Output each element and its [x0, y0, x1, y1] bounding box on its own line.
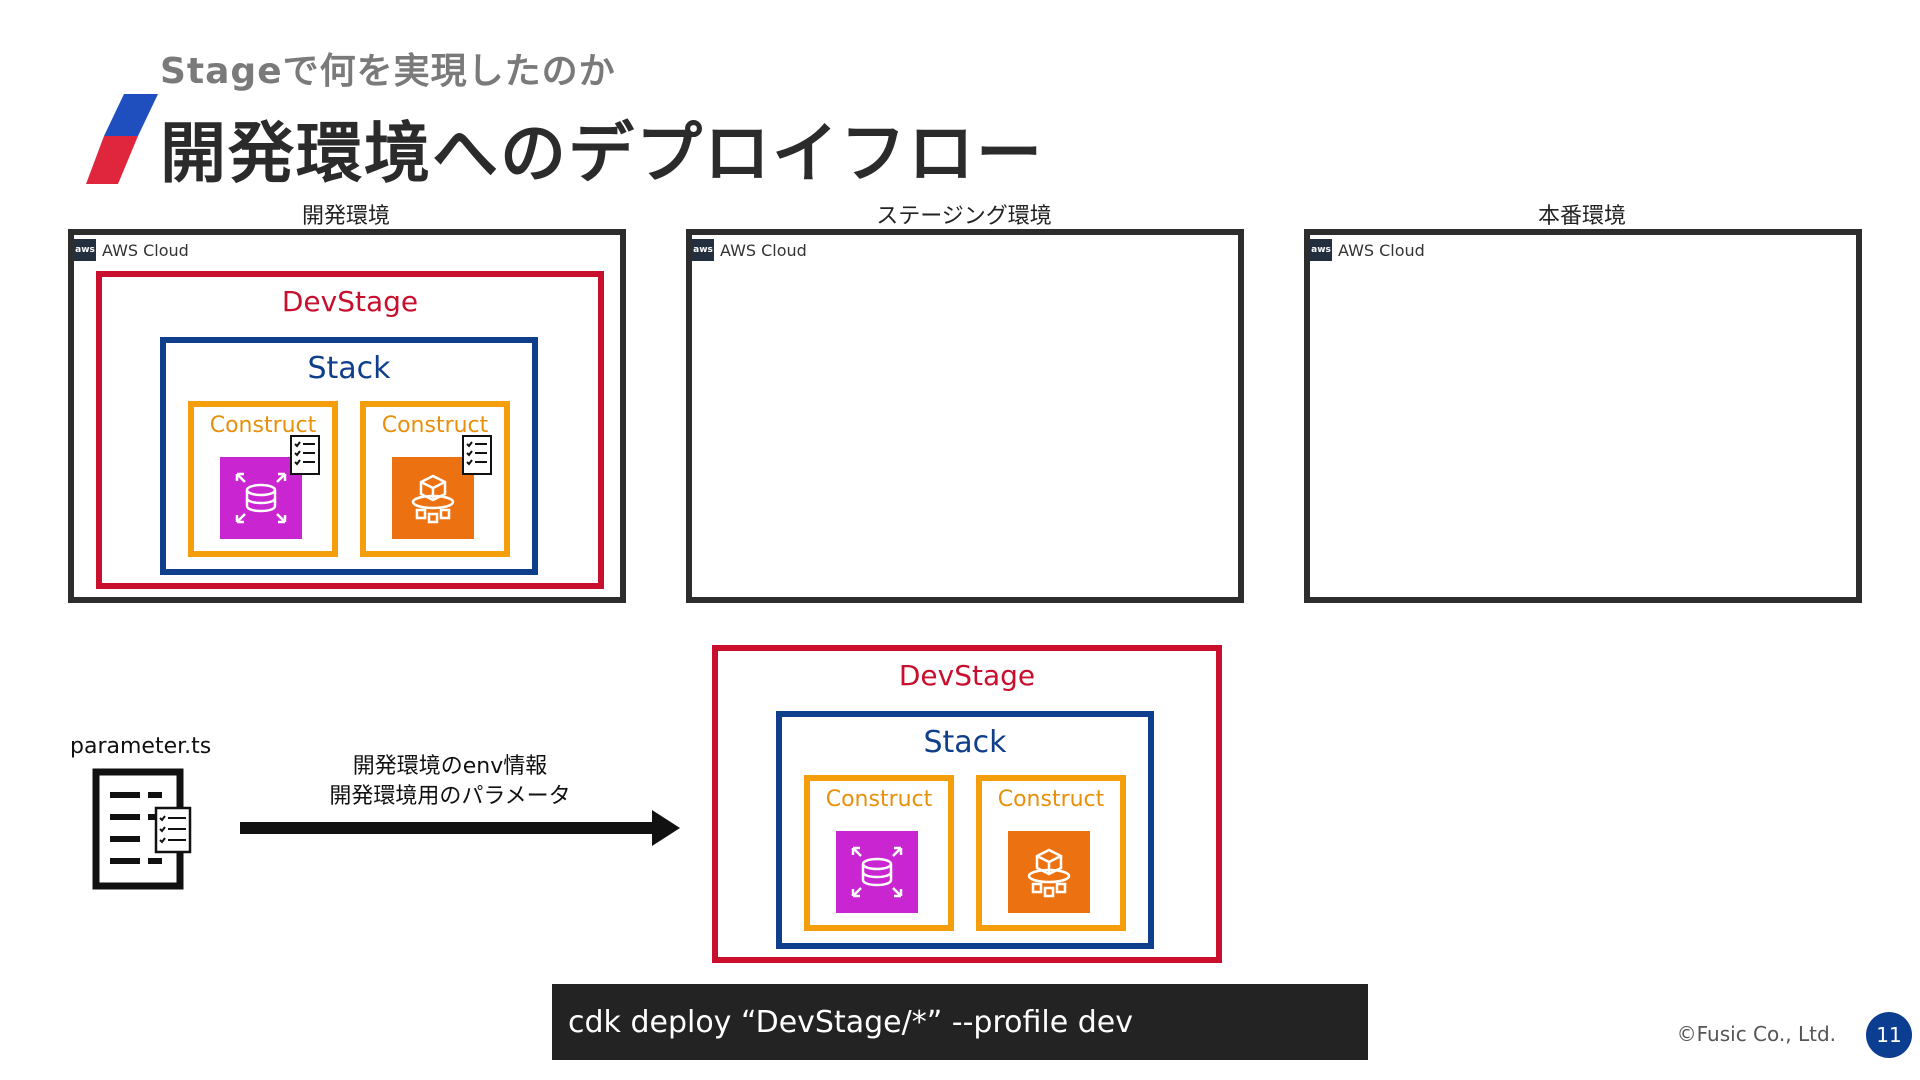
stack-label: Stack — [307, 351, 391, 386]
stage-label: DevStage — [898, 659, 1036, 692]
stack-box: Stack Construct Construct — [776, 711, 1154, 949]
construct-label: Construct — [209, 413, 317, 438]
aws-cloud-dev: aws AWS Cloud DevStage Stack Construct C… — [68, 229, 626, 603]
aws-cloud-prod: aws AWS Cloud — [1304, 229, 1862, 603]
checklist-icon — [290, 435, 320, 475]
page-number: 11 — [1866, 1012, 1912, 1058]
construct-box-rds: Construct — [188, 401, 338, 557]
parameter-file-label: parameter.ts — [70, 734, 212, 759]
arrow-right-icon — [240, 810, 680, 846]
arrow-caption: 開発環境のenv情報 開発環境用のパラメータ — [300, 752, 600, 812]
page-title: 開発環境へのデプロイフロー — [160, 115, 1044, 192]
title-accent-slash-icon — [86, 94, 158, 184]
rds-database-icon — [220, 457, 302, 539]
construct-label: Construct — [825, 787, 933, 812]
aws-logo-icon: aws — [1310, 239, 1332, 261]
construct-label: Construct — [381, 413, 489, 438]
aws-cloud-label: AWS Cloud — [720, 240, 807, 260]
construct-box-rds: Construct — [804, 775, 954, 931]
construct-box-ec2: Construct — [976, 775, 1126, 931]
aws-cloud-tag: aws AWS Cloud — [692, 235, 807, 265]
stack-box: Stack Construct Construct — [160, 337, 538, 575]
env-label-prod: 本番環境 — [1537, 204, 1626, 229]
rds-database-icon — [836, 831, 918, 913]
aws-cloud-staging: aws AWS Cloud — [686, 229, 1244, 603]
aws-cloud-label: AWS Cloud — [102, 240, 189, 260]
arrow-caption-line2: 開発環境用のパラメータ — [329, 784, 571, 809]
devstage-box: DevStage Stack Construct Construct — [96, 271, 604, 589]
aws-logo-icon: aws — [74, 239, 96, 261]
ec2-instance-icon — [392, 457, 474, 539]
synth-devstage-box: DevStage Stack Construct Construct — [712, 645, 1222, 963]
deploy-command: cdk deploy “DevStage/*” --profile dev — [552, 984, 1368, 1060]
aws-cloud-tag: aws AWS Cloud — [1310, 235, 1425, 265]
aws-logo-icon: aws — [692, 239, 714, 261]
arrow-caption-line1: 開発環境のenv情報 — [352, 754, 548, 779]
stack-label: Stack — [923, 725, 1007, 760]
env-label-staging: ステージング環境 — [876, 204, 1052, 229]
checklist-icon — [462, 435, 492, 475]
aws-cloud-label: AWS Cloud — [1338, 240, 1425, 260]
parameter-file-icon — [92, 768, 192, 890]
ec2-instance-icon — [1008, 831, 1090, 913]
copyright: ©Fusic Co., Ltd. — [1676, 1022, 1836, 1046]
construct-box-ec2: Construct — [360, 401, 510, 557]
env-label-dev: 開発環境 — [301, 204, 390, 229]
construct-label: Construct — [997, 787, 1105, 812]
page-subtitle: Stageで何を実現したのか — [160, 51, 616, 92]
aws-cloud-tag: aws AWS Cloud — [74, 235, 189, 265]
stage-label: DevStage — [281, 285, 419, 318]
